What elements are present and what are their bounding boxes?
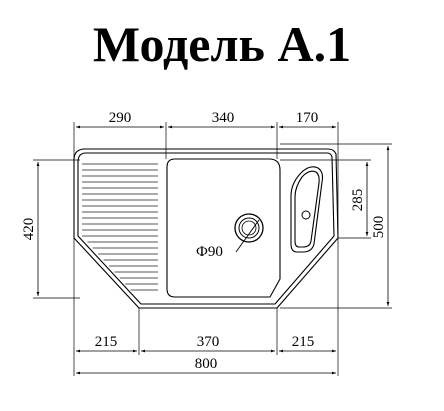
side-bowl bbox=[290, 166, 324, 253]
extension-lines bbox=[33, 122, 392, 376]
main-bowl bbox=[166, 158, 281, 298]
drain-hole bbox=[234, 213, 264, 253]
dim-top-left: 290 bbox=[109, 110, 132, 126]
dim-total-width: 800 bbox=[195, 356, 218, 372]
drainboard-ribs bbox=[82, 163, 158, 291]
dim-height-left: 420 bbox=[21, 218, 37, 241]
dim-top-mid: 340 bbox=[212, 110, 235, 126]
sink-outline bbox=[73, 148, 339, 309]
dim-height-right-inner: 285 bbox=[350, 189, 366, 212]
dim-bottom-left: 215 bbox=[95, 334, 118, 350]
dim-bottom-right: 215 bbox=[292, 334, 315, 350]
dim-height-right-outer: 500 bbox=[371, 216, 387, 239]
dimension-lines bbox=[36, 125, 390, 375]
model-title: Модель А.1 bbox=[92, 16, 352, 72]
drain-label: Ф90 bbox=[196, 244, 223, 260]
dim-bottom-mid: 370 bbox=[197, 334, 220, 350]
dim-top-right: 170 bbox=[296, 110, 319, 126]
